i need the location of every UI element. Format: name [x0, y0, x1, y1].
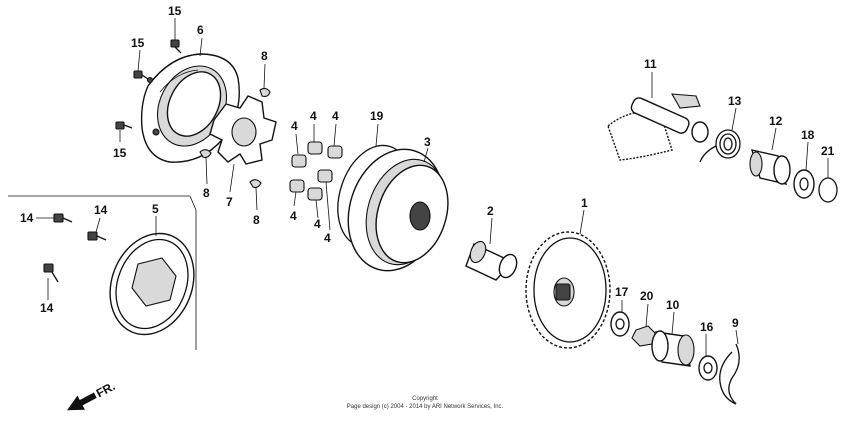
- clip-8-left[interactable]: [199, 149, 212, 159]
- part-7-ramp-plate[interactable]: [209, 95, 277, 165]
- callout-19[interactable]: 19: [370, 109, 384, 123]
- part-16-washer[interactable]: [698, 355, 718, 381]
- callout-1[interactable]: 1: [581, 196, 588, 210]
- callout-20[interactable]: 20: [640, 289, 654, 303]
- clip-8-bottom[interactable]: [249, 179, 262, 189]
- part-13-spring[interactable]: [699, 129, 741, 163]
- subassembly-bracket: [8, 195, 197, 350]
- callout-16[interactable]: 16: [700, 320, 714, 334]
- clip-8-top[interactable]: [259, 87, 271, 98]
- part-12-collar[interactable]: [749, 149, 791, 185]
- callout-4-f[interactable]: 4: [324, 231, 331, 245]
- part-17-washer[interactable]: [610, 311, 630, 337]
- fr-label: FR.: [94, 379, 118, 400]
- callout-13[interactable]: 13: [728, 94, 742, 108]
- callout-4-d[interactable]: 4: [290, 209, 297, 223]
- part-10-pinion[interactable]: [651, 330, 695, 367]
- callout-2[interactable]: 2: [487, 204, 494, 218]
- leader-lines: [36, 18, 829, 356]
- part-21-circlip[interactable]: [818, 177, 838, 203]
- callout-5[interactable]: 5: [152, 202, 159, 216]
- fr-arrow-icon: [67, 392, 97, 411]
- callout-15-bottom[interactable]: 15: [113, 146, 127, 160]
- callout-3[interactable]: 3: [424, 135, 431, 149]
- callout-6[interactable]: 6: [197, 23, 204, 37]
- part-2-sleeve[interactable]: [465, 239, 520, 281]
- part-5-disc[interactable]: [95, 221, 208, 347]
- callout-15-top[interactable]: 15: [168, 4, 182, 18]
- callout-14-right[interactable]: 14: [94, 203, 108, 217]
- callout-4-e[interactable]: 4: [314, 217, 321, 231]
- callout-8-top[interactable]: 8: [261, 49, 268, 63]
- callout-8-bottom[interactable]: 8: [253, 213, 260, 227]
- callout-4-c[interactable]: 4: [332, 109, 339, 123]
- callout-17[interactable]: 17: [615, 285, 629, 299]
- bolt-14-bottom[interactable]: [43, 263, 59, 283]
- copyright-line1: Copyright: [412, 396, 438, 402]
- bolt-14-right[interactable]: [87, 231, 107, 241]
- callout-12[interactable]: 12: [769, 114, 783, 128]
- callout-4-a[interactable]: 4: [291, 119, 298, 133]
- callout-10[interactable]: 10: [666, 298, 680, 312]
- part-11-kick-shaft[interactable]: [607, 93, 709, 161]
- part-9-spring-clip[interactable]: [719, 343, 740, 405]
- callout-4-b[interactable]: 4: [310, 109, 317, 123]
- callout-21[interactable]: 21: [821, 144, 835, 158]
- bolt-15-left[interactable]: [133, 70, 149, 80]
- callout-15-left[interactable]: 15: [131, 36, 145, 50]
- bolt-14-left[interactable]: [53, 213, 73, 223]
- part-1-sprocket[interactable]: [525, 231, 611, 349]
- part-18-washer[interactable]: [793, 169, 815, 199]
- callout-labels: 15 6 15 8 15 4 4 4 19 3 8 7 8 4 4 4 11 1…: [20, 4, 835, 334]
- copyright-notice: Copyright Page design (c) 2004 - 2014 by…: [347, 396, 504, 410]
- callout-8-left[interactable]: 8: [203, 186, 210, 200]
- callout-14-left[interactable]: 14: [20, 211, 34, 225]
- part-3-drum[interactable]: [333, 137, 460, 283]
- front-direction-indicator: FR.: [67, 379, 118, 411]
- rollers-4[interactable]: [289, 141, 343, 201]
- callout-14-bottom[interactable]: 14: [40, 301, 54, 315]
- callout-7[interactable]: 7: [226, 195, 233, 209]
- callout-18[interactable]: 18: [801, 128, 815, 142]
- callout-11[interactable]: 11: [644, 57, 657, 71]
- bolt-15-top[interactable]: [170, 39, 182, 54]
- copyright-line2: Page design (c) 2004 - 2014 by ARI Netwo…: [347, 404, 504, 410]
- bolt-15-bottom[interactable]: [115, 121, 133, 130]
- callout-9[interactable]: 9: [732, 316, 739, 330]
